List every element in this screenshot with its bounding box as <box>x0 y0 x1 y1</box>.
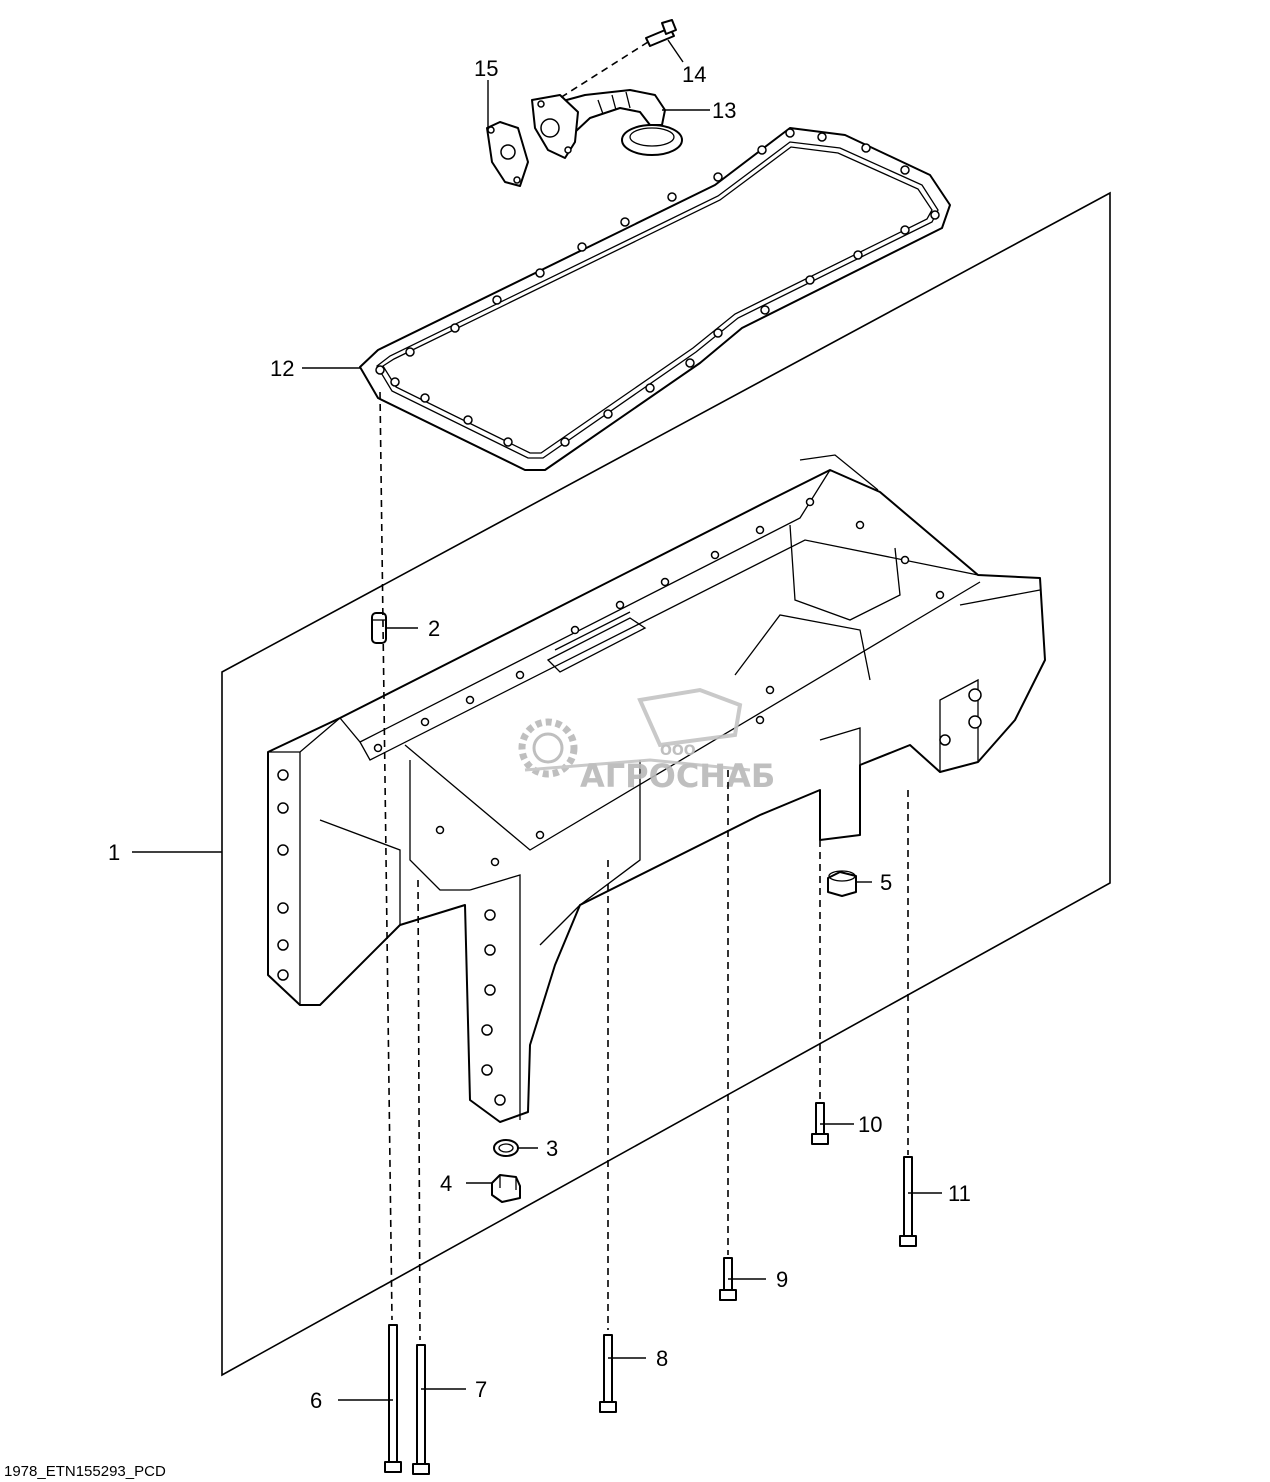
callout-7: 7 <box>475 1377 487 1402</box>
watermark-prefix: ООО <box>660 743 696 759</box>
drain-plug <box>491 1174 521 1203</box>
bushing <box>827 870 857 897</box>
screw-alignment-line <box>559 41 649 99</box>
callout-10: 10 <box>858 1112 882 1137</box>
figure-identifier: 1978_ETN155293_PCD <box>4 1463 166 1480</box>
callout-3: 3 <box>546 1136 558 1161</box>
bolt-6 <box>384 1324 402 1473</box>
bolt-10 <box>811 1102 829 1145</box>
callout-11: 11 <box>948 1181 971 1206</box>
callout-9: 9 <box>776 1267 788 1292</box>
oil-pan-gasket <box>359 127 951 471</box>
callout-14: 14 <box>682 62 706 87</box>
callout-leaders <box>132 39 942 1401</box>
oil-suction-pipe <box>531 89 683 159</box>
bolt-7 <box>412 1344 430 1475</box>
watermark-logo: ООО АГРОСНАБ <box>518 687 775 795</box>
bolt-9 <box>719 1257 737 1301</box>
bolt-11 <box>899 1156 917 1247</box>
callout-1: 1 <box>108 840 120 865</box>
callout-13: 13 <box>712 98 736 123</box>
assembly-group-frame <box>221 191 1111 1377</box>
callout-2: 2 <box>428 616 440 641</box>
callout-15: 15 <box>474 56 498 81</box>
suction-pipe-screw <box>645 19 677 47</box>
bolt-8 <box>599 1334 617 1413</box>
drain-plug-seal-ring <box>493 1139 519 1157</box>
callout-12: 12 <box>270 356 294 381</box>
suction-pipe-gasket <box>486 121 529 187</box>
callout-6: 6 <box>310 1388 322 1413</box>
callout-4: 4 <box>440 1171 452 1196</box>
callout-5: 5 <box>880 870 892 895</box>
gasket-bolt-holes <box>375 128 940 447</box>
alignment-line-7 <box>417 879 421 1341</box>
oil-pan-flange-holes <box>277 497 982 1106</box>
alignment-line-6 <box>379 391 393 1321</box>
callout-8: 8 <box>656 1346 668 1371</box>
watermark-name: АГРОСНАБ <box>580 757 775 795</box>
